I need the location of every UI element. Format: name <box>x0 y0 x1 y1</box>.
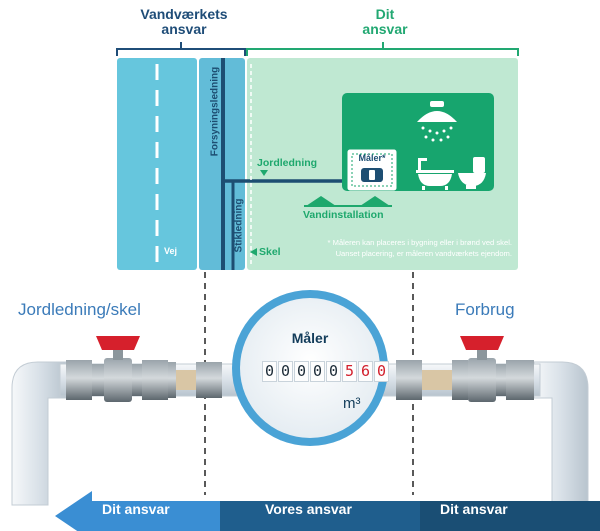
meter-stamp-label: Måler* <box>358 153 386 163</box>
note-line-1: * Måleren kan placeres i bygning eller i… <box>327 238 512 247</box>
bathtub-icon <box>416 158 454 190</box>
toilet-icon <box>458 157 486 189</box>
boundary-marker <box>250 248 257 256</box>
installation-label: Vandinstallation <box>303 209 384 221</box>
utility-responsibility-header: Vandværkets ansvar <box>115 7 253 37</box>
road-area <box>117 58 197 270</box>
left-valve-handle <box>96 336 140 350</box>
gauge-unit: m³ <box>343 395 361 412</box>
customer-responsibility-header: Dit ansvar <box>310 7 460 37</box>
customer-header-line1: Dit <box>375 6 395 22</box>
ground-pipe-label: Jordledning <box>257 157 318 169</box>
arrow-left-label: Dit ansvar <box>102 501 170 517</box>
reading-digit: 0 <box>326 361 341 382</box>
meter-stamp-window <box>369 170 375 180</box>
reading-digit: 0 <box>294 361 309 382</box>
reading-digit-decimal: 5 <box>342 361 357 382</box>
left-coupling <box>168 362 176 398</box>
left-elbow-pipe <box>11 361 67 506</box>
ground-pipe-marker <box>260 170 268 176</box>
utility-header-line1: Vandværkets <box>140 6 228 22</box>
installation-marker-2 <box>360 196 390 206</box>
reading-digit-decimal: 6 <box>358 361 373 382</box>
right-valve-handle <box>460 336 504 350</box>
arrow-segment-middle <box>220 501 420 531</box>
customer-header-line2: ansvar <box>362 21 408 37</box>
reading-digit: 0 <box>262 361 277 382</box>
arrow-segment-right <box>420 501 600 531</box>
meter-stamp-border <box>351 153 393 187</box>
meter-pipe-illustration <box>11 272 600 531</box>
road-label: Vej <box>164 246 178 256</box>
reading-digit: 0 <box>310 361 325 382</box>
reading-digit: 0 <box>278 361 293 382</box>
service-pipe-label: Stikledning <box>233 198 245 253</box>
consumption-label: Forbrug <box>455 300 515 319</box>
arrow-segment-left <box>55 491 220 531</box>
utility-header-line2: ansvar <box>161 21 207 37</box>
ground-pipe-boundary-label: Jordledning/skel <box>18 300 141 319</box>
supply-pipe-label: Forsyningsledning <box>209 66 221 157</box>
service-map-diagram <box>116 42 519 270</box>
reading-digit-decimal: 0 <box>374 361 389 382</box>
right-valve <box>396 336 534 402</box>
customer-bracket <box>246 42 519 56</box>
gauge-title: Måler <box>291 330 329 346</box>
meter-placement-note: * Måleren kan placeres i bygning eller i… <box>282 237 512 259</box>
boundary-label: Skel <box>259 246 281 258</box>
left-valve <box>66 336 168 402</box>
arrow-middle-label: Vores ansvar <box>265 501 352 517</box>
left-brass-sleeve <box>176 370 196 390</box>
right-elbow-pipe <box>533 361 589 506</box>
left-nut <box>196 362 222 398</box>
meter-reading: 0 0 0 0 0 5 6 0 <box>262 361 389 382</box>
utility-bracket <box>116 42 246 56</box>
note-line-2: Uanset placering, er måleren vandværkets… <box>335 249 512 258</box>
shower-icon <box>417 101 457 142</box>
installation-marker-1 <box>306 196 336 206</box>
arrow-right-label: Dit ansvar <box>440 501 508 517</box>
